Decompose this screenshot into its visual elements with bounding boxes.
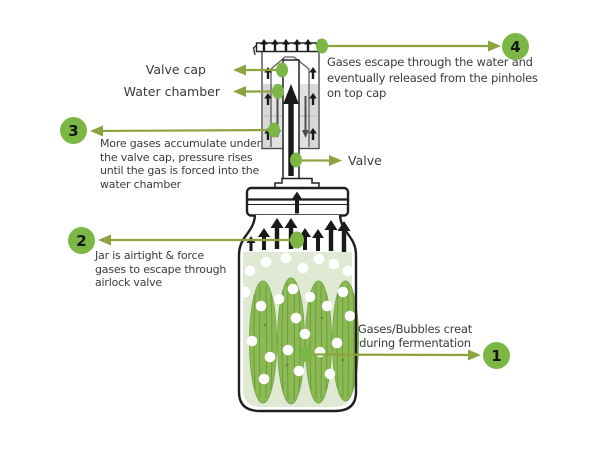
connector-dot: [316, 38, 328, 54]
connector-dot: [299, 346, 313, 362]
connector-dot: [290, 231, 304, 249]
jar-lid: [245, 177, 350, 217]
jar: [237, 214, 359, 413]
annotation-number-3: 3: [60, 117, 87, 144]
water-chamber-label: Water chamber: [123, 84, 220, 99]
connector-dot: [268, 122, 280, 138]
jar-outline: [237, 214, 358, 413]
connector-dot: [290, 152, 302, 168]
main-gas-flow-arrow-icon: [283, 84, 299, 176]
arrowhead-icon: [488, 40, 501, 52]
connector-dots: [268, 38, 328, 362]
connector-dot: [276, 62, 288, 78]
pointer-lines: [97, 44, 490, 357]
annotation-note-3: More gases accumulate under the valve ca…: [100, 137, 261, 191]
arrowhead-icon: [329, 155, 342, 166]
annotation-note-4: Gases escape through the water and event…: [327, 55, 538, 100]
annotation-note-1: Gases/Bubbles creat during fermentation: [357, 322, 473, 350]
cucumber-specks: [263, 316, 345, 367]
arrowhead-icon: [98, 234, 111, 246]
pointer-line-1: [305, 353, 471, 357]
valve-label: Valve: [348, 153, 382, 168]
cucumbers: [249, 277, 359, 405]
annotation-number-2: 2: [68, 227, 95, 254]
valve-cap-label: Valve cap: [145, 62, 206, 77]
arrowhead-icon: [233, 86, 246, 97]
arrowhead-icon: [233, 64, 246, 76]
bubbles: [239, 252, 356, 385]
connector-dot: [272, 84, 284, 99]
pointer-line-3: [97, 128, 274, 133]
valve-cap-dome: [270, 56, 310, 147]
arrowhead-icon: [90, 125, 103, 137]
lid-notch: [274, 177, 320, 189]
annotation-number-4: 4: [502, 33, 529, 60]
annotation-number-1: 1: [483, 342, 510, 369]
annotation-note-2: Jar is airtight & force gases to escape …: [95, 249, 227, 289]
arrowhead-icon: [468, 349, 481, 361]
